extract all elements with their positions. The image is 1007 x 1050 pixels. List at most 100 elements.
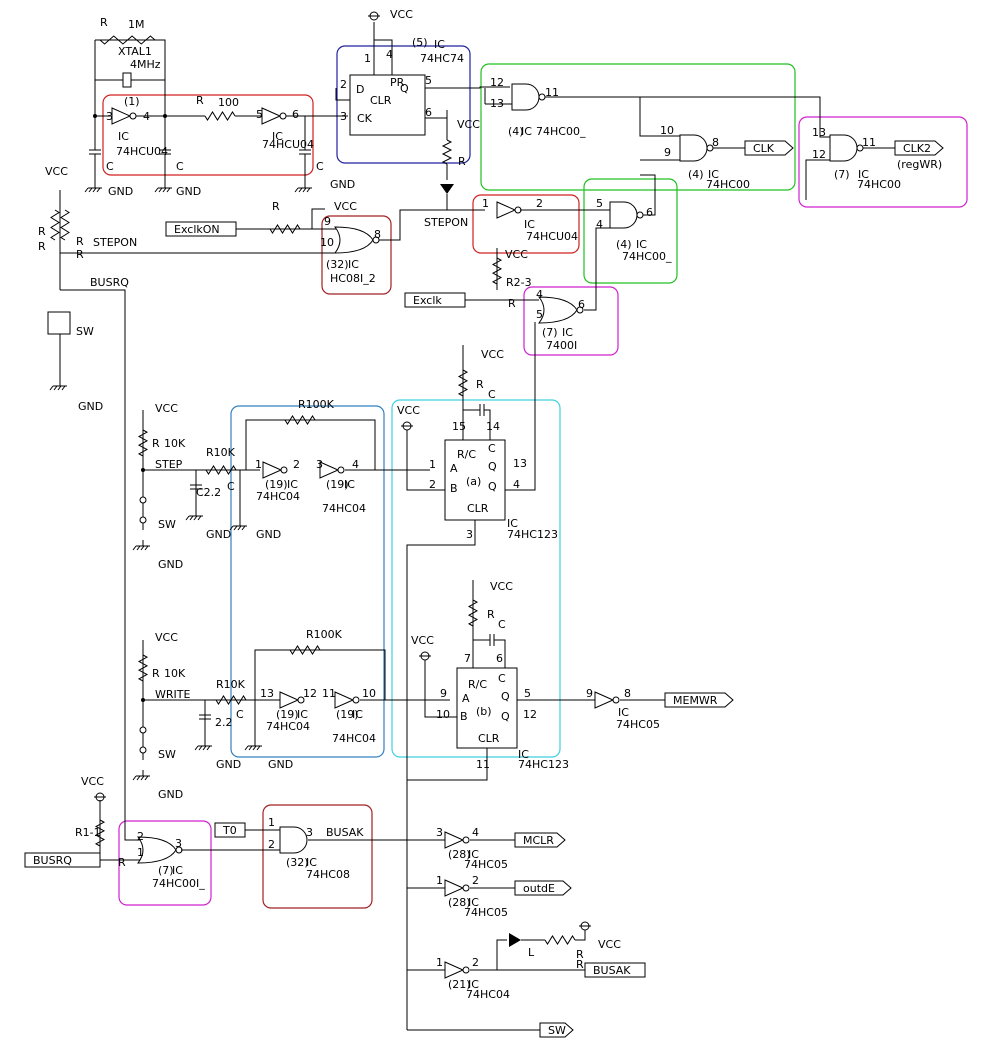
inverter-gate bbox=[594, 691, 615, 709]
label-u7a: (7) bbox=[158, 864, 174, 877]
label-ic7400: 7400I bbox=[546, 339, 577, 352]
label-p4: 4 bbox=[143, 110, 150, 123]
label-stepon: STEPON bbox=[93, 236, 137, 249]
label-t0: T0 bbox=[222, 824, 237, 837]
led-icon-l bbox=[509, 933, 521, 947]
label-vcc: VCC bbox=[481, 348, 504, 361]
resistor bbox=[137, 654, 149, 682]
wiring-layer bbox=[24, 11, 968, 1038]
nand-gate bbox=[679, 134, 708, 162]
label-r10kb: R10K bbox=[216, 678, 246, 691]
label-hc123: 74HC123 bbox=[507, 528, 558, 541]
switch-icon bbox=[47, 311, 71, 335]
label-p6: 6 bbox=[646, 206, 653, 219]
label-p12: 12 bbox=[490, 76, 504, 89]
label-p12: 12 bbox=[812, 148, 826, 161]
label-hc05: 74HC05 bbox=[616, 718, 660, 731]
label-hc00d: 74HC00 bbox=[857, 178, 901, 191]
label-c: C bbox=[498, 618, 506, 631]
label-r100k: R100K bbox=[298, 398, 335, 411]
label-p3: 3 bbox=[340, 110, 347, 123]
label-ic: IC bbox=[618, 706, 629, 719]
label-u19: (19) bbox=[326, 478, 349, 491]
label-gnd: GND bbox=[256, 528, 281, 541]
label-p4: 4 bbox=[386, 48, 393, 61]
ground-symbol bbox=[194, 740, 212, 751]
label-ic: IC bbox=[518, 748, 529, 761]
label-ic: IC bbox=[468, 896, 479, 909]
label-p7: 7 bbox=[464, 652, 471, 665]
label-ck: CK bbox=[357, 112, 373, 125]
label-busak: BUSAK bbox=[326, 826, 364, 839]
label-p10: 10 bbox=[362, 687, 376, 700]
label-p3: 3 bbox=[106, 110, 113, 123]
label-hc74: 74HC74 bbox=[420, 52, 464, 65]
label-p10: 10 bbox=[320, 236, 334, 249]
inverter-gate bbox=[496, 201, 517, 219]
resistor bbox=[50, 209, 60, 241]
or-gate bbox=[333, 226, 374, 254]
group-stepon-inv bbox=[472, 194, 580, 254]
label-hcu04: 74HCU04 bbox=[116, 145, 168, 158]
label-busak2: BUSAK bbox=[593, 964, 631, 977]
label-p2: 2 bbox=[536, 197, 543, 210]
group-stepon-gate bbox=[321, 215, 392, 295]
label-p13: 13 bbox=[260, 687, 274, 700]
label-ic: IC bbox=[562, 326, 573, 339]
label-p6: 6 bbox=[578, 298, 585, 311]
label-u32a: (32) bbox=[286, 856, 309, 869]
group-flipflop bbox=[336, 45, 471, 164]
label-p1: 1 bbox=[436, 874, 443, 887]
label-r: R bbox=[272, 200, 280, 213]
label-hc08: 74HC08 bbox=[306, 868, 350, 881]
port-exclkon bbox=[165, 221, 237, 237]
group-busrq-gate bbox=[118, 820, 212, 906]
label-r10k: 10K bbox=[164, 667, 186, 680]
label-p4: 4 bbox=[472, 826, 479, 839]
label-p13: 13 bbox=[812, 126, 826, 139]
ground-symbol bbox=[49, 380, 67, 391]
label-u28: (28) bbox=[448, 896, 471, 909]
label-gnd: GND bbox=[216, 758, 241, 771]
label-ic: IC bbox=[352, 708, 363, 721]
label-q: Q bbox=[488, 460, 497, 473]
label-p2: 2 bbox=[268, 838, 275, 851]
resistor bbox=[94, 819, 106, 847]
label-r: R bbox=[508, 297, 516, 310]
label-ic: IC bbox=[306, 856, 317, 869]
crystal bbox=[122, 72, 132, 88]
label-xtal: XTAL1 bbox=[118, 45, 152, 58]
label-gnd: GND bbox=[268, 758, 293, 771]
label-p3: 3 bbox=[466, 528, 473, 541]
label-hc123: 74HC123 bbox=[518, 758, 569, 771]
nand-gate bbox=[609, 201, 638, 229]
label-p4: 4 bbox=[596, 218, 603, 231]
label-r100k2: R100K bbox=[306, 628, 343, 641]
label-p12: 12 bbox=[523, 708, 537, 721]
ground-symbol bbox=[244, 740, 262, 751]
label-r: R bbox=[576, 948, 584, 961]
label-p4: 4 bbox=[352, 458, 359, 471]
inverter-gate bbox=[279, 691, 300, 709]
port-t0 bbox=[214, 822, 246, 838]
label-p5: 5 bbox=[425, 74, 432, 87]
label-mhz: 4MHz bbox=[130, 58, 161, 71]
group-clk2 bbox=[798, 116, 968, 208]
label-vcc: VCC bbox=[598, 938, 621, 951]
label-b: B bbox=[450, 482, 458, 495]
label-p13: 13 bbox=[490, 97, 504, 110]
resistor bbox=[204, 111, 236, 121]
label-p3: 3 bbox=[316, 458, 323, 471]
label-qb: Q bbox=[488, 480, 497, 493]
label-ic: IC bbox=[524, 218, 535, 231]
label-p1: 1 bbox=[255, 458, 262, 471]
label-vcc: VCC bbox=[397, 404, 420, 417]
led-icon bbox=[440, 184, 454, 194]
resistor bbox=[60, 209, 70, 241]
label-ic: IC bbox=[468, 978, 479, 991]
label-clk2: CLK2 bbox=[903, 142, 931, 155]
resistor bbox=[491, 257, 503, 285]
label-busrq2: BUSRQ bbox=[33, 854, 72, 867]
label-clk: CLK bbox=[753, 142, 775, 155]
label-p6: 6 bbox=[292, 108, 299, 121]
